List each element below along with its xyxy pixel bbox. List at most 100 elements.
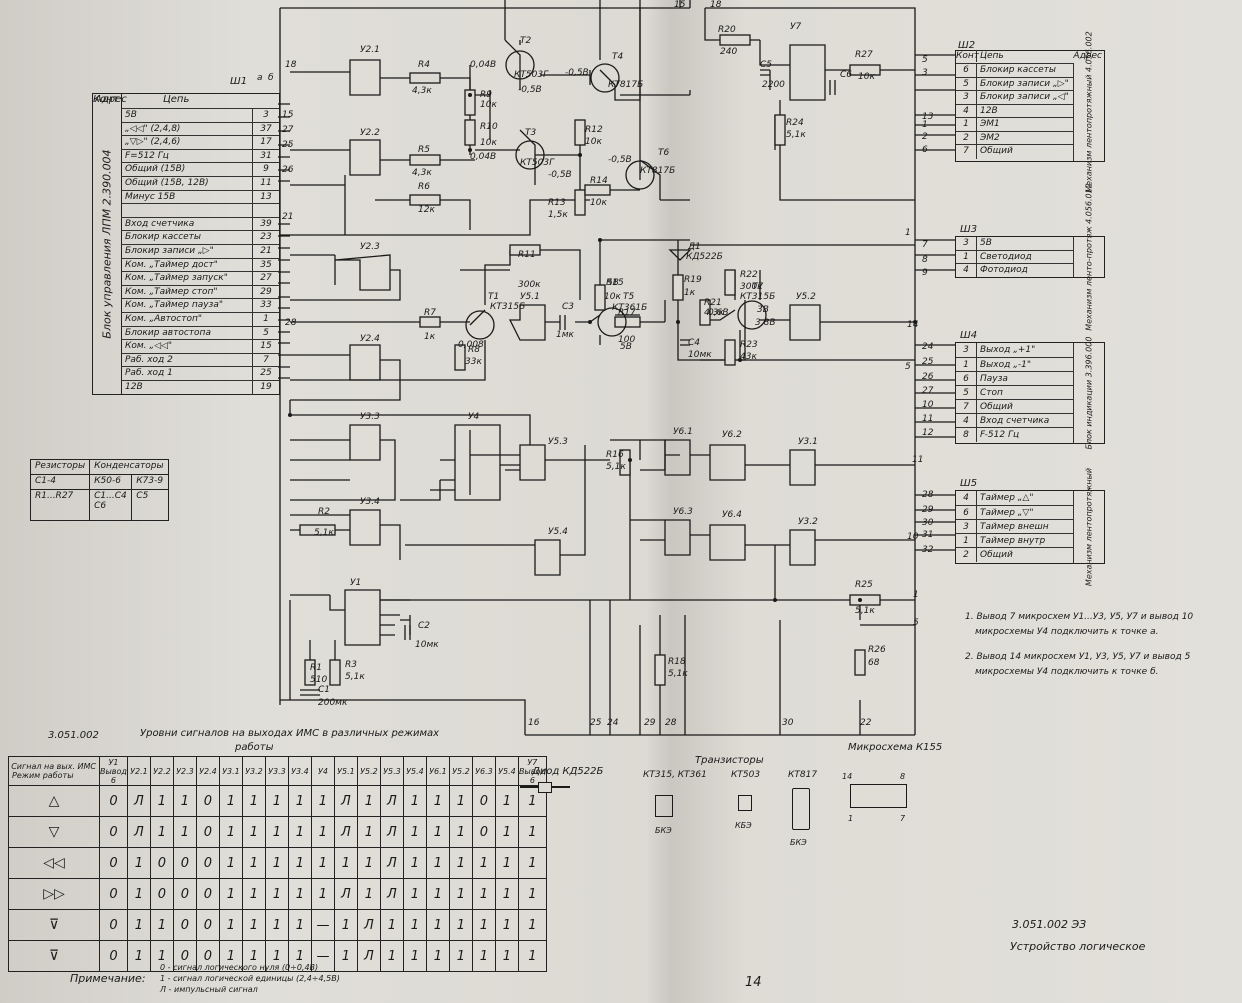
signals-cell: 1 <box>310 816 335 848</box>
label-t6t: КТ817Б <box>640 166 676 176</box>
connector-contact: 1 <box>956 251 977 264</box>
signals-col-header: У6.1 <box>425 756 450 786</box>
connector-contact: 4 <box>956 414 977 428</box>
connector-contact: 6 <box>956 506 977 520</box>
sh1-row-circuit: Раб. ход 1 <box>125 368 173 379</box>
label-c4: С4 <box>688 338 701 348</box>
sh1-header-addr: Адрес <box>95 94 127 105</box>
connector-circuit: Таймер внешн <box>980 522 1049 532</box>
sh1-row-circuit: Блокир кассеты <box>125 232 202 243</box>
wire-number: 22 <box>860 718 872 728</box>
signals-col-header: У2.4 <box>195 756 220 786</box>
label-c3v: 1мк <box>556 330 574 340</box>
signals-cell: Л <box>379 847 404 879</box>
sh1-row-contact: 7 <box>252 353 279 368</box>
wire-number: 9 <box>922 268 928 278</box>
wire-number: 10 <box>907 532 919 542</box>
label-r11v: 300к <box>518 280 541 290</box>
label-vf: -0,5В <box>548 170 572 180</box>
label-r11: R11 <box>518 250 536 260</box>
signals-cell: 1 <box>218 909 243 941</box>
signals-cell: 1 <box>126 878 151 910</box>
signals-col-header: У5.4 <box>402 756 427 786</box>
sh1-row: „▽▷" (2,4,6)17 <box>121 135 279 150</box>
signals-col-header: У6.3 <box>471 756 496 786</box>
wire-number: 28 <box>665 718 677 728</box>
wire-number: 7 <box>922 240 928 250</box>
label-t5t: КТ361Б <box>612 303 648 313</box>
signals-cell: 0 <box>195 816 220 848</box>
label-r5v: 4,3к <box>412 168 432 178</box>
sh1-row-contact <box>252 204 279 218</box>
ic-pin7: 7 <box>900 814 906 823</box>
sh1-row-contact: 1 <box>252 313 279 327</box>
sh1-row: Ком. „Таймер стоп"29 <box>121 284 279 300</box>
sh2-h-k: Конт <box>956 50 980 62</box>
signals-cell: 0 <box>195 878 220 910</box>
signals-cell: Л <box>356 940 381 972</box>
sh1-row-circuit: Ком. „Таймер запуск" <box>125 273 228 284</box>
sh2-h-c: Цепь <box>980 51 1004 61</box>
sh1-row-circuit: F=512 Гц <box>125 150 169 161</box>
label-r23v: 43к <box>740 352 757 362</box>
connector-circuit: Пауза <box>980 374 1008 384</box>
label-d1t: КД522Б <box>686 252 723 262</box>
label-r13: R13 <box>548 198 566 208</box>
connector-circuit: ЭМ1 <box>980 119 1000 129</box>
signals-cell: Л <box>333 785 358 817</box>
diode-body <box>538 782 552 793</box>
label-u7: У7 <box>790 22 802 32</box>
t2-package <box>738 795 752 811</box>
signals-cell: 1 <box>425 785 450 817</box>
signals-mode-icon: ⊽ <box>8 940 100 972</box>
sh1-row-contact: 3 <box>252 109 279 123</box>
wire-number: 2 <box>922 132 928 142</box>
signals-cell: Л <box>379 878 404 910</box>
label-u51: У5.1 <box>520 292 540 302</box>
signals-cell: 1 <box>310 847 335 879</box>
label-t5: Т5 <box>623 292 635 302</box>
label-u63: У6.3 <box>673 507 693 517</box>
signals-cell: 1 <box>425 878 450 910</box>
signals-col-header: У2.3 <box>172 756 197 786</box>
signals-cell: 1 <box>425 940 450 972</box>
wire-number: 30 <box>922 518 934 528</box>
connector-contact: 4 <box>956 104 977 118</box>
signals-col-header: У5.3 <box>379 756 404 786</box>
connector-circuit: 12В <box>980 105 998 116</box>
wire-number: 32 <box>922 545 934 555</box>
connector-contact: 5 <box>956 386 977 400</box>
wire-number: 3 <box>922 68 928 78</box>
ct-h2: Конденсаторы <box>89 459 169 475</box>
signals-cell: 1 <box>264 816 289 848</box>
label-t1t: КТ315Б <box>490 302 526 312</box>
corner-bottom: Режим работы <box>12 771 74 780</box>
signals-cell: 1 <box>126 940 151 972</box>
signals-cell: 0 <box>172 847 197 879</box>
connector-contact: 5 <box>956 77 977 91</box>
sh5-side: Механизм лентопротяжный <box>1073 468 1104 586</box>
sh1-row-contact: 33 <box>252 299 279 313</box>
connector-contact: 3 <box>956 91 977 105</box>
label-r6: R6 <box>418 182 430 192</box>
label-r25v: 5,1к <box>855 606 875 616</box>
connector-circuit: ЭМ2 <box>980 132 1000 143</box>
signals-cell: 1 <box>287 909 312 941</box>
label-u53: У5.3 <box>548 437 568 447</box>
connector-contact: 7 <box>956 145 977 159</box>
wire-number: 26 <box>922 372 934 382</box>
label-r25: R25 <box>855 580 873 590</box>
sh1-row-contact: 15 <box>252 340 279 354</box>
signals-col-header: У3.1 <box>218 756 243 786</box>
signals-cell: 1 <box>264 909 289 941</box>
connector-contact: 8 <box>956 428 977 442</box>
sh5-side-text: Механизм лентопротяжный <box>1084 467 1094 587</box>
connector-circuit: Блокир записи „▷" <box>980 78 1069 89</box>
